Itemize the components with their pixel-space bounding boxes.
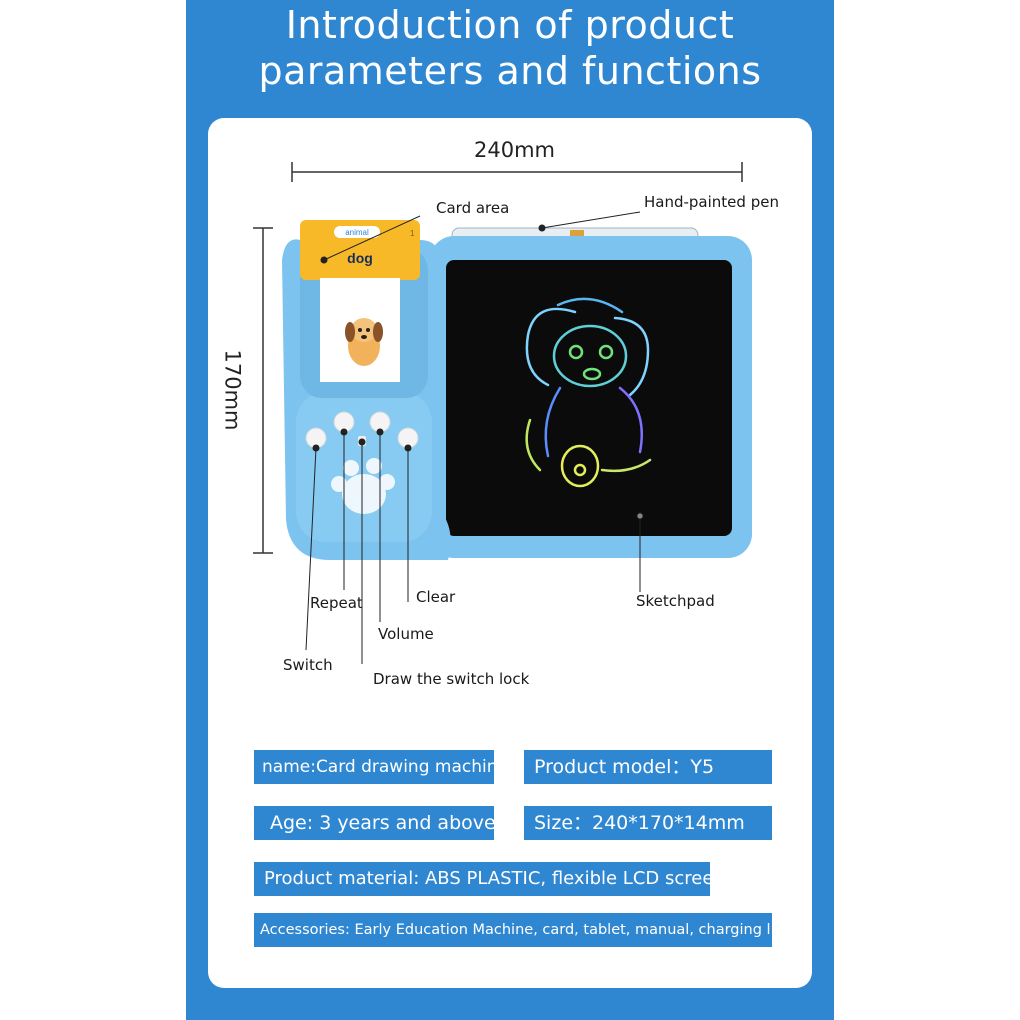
title-line-1: Introduction of product	[285, 3, 735, 47]
dog-icon	[345, 318, 383, 366]
card-category-text: animal	[345, 228, 369, 237]
volume-label: Volume	[378, 625, 434, 643]
repeat-label: Repeat	[310, 594, 363, 612]
card-word-text: dog	[347, 250, 373, 266]
pen-label: Hand-painted pen	[644, 193, 779, 211]
device-buttons	[305, 411, 419, 449]
width-dimension-line	[291, 162, 743, 182]
sketchpad-body	[430, 236, 752, 558]
clear-label: Clear	[416, 588, 456, 606]
height-dimension-line	[253, 227, 273, 554]
spec-age: Age: 3 years and above	[254, 806, 494, 840]
sketchpad-label: Sketchpad	[636, 592, 715, 610]
width-label: 240mm	[474, 138, 555, 162]
card-area-label: Card area	[436, 199, 510, 217]
paw-speaker-icon	[331, 458, 395, 514]
spec-accessories: Accessories: Early Education Machine, ca…	[254, 913, 772, 947]
height-label: 170mm	[220, 349, 245, 431]
spec-model: Product model：Y5	[524, 750, 772, 784]
spec-material: Product material: ABS PLASTIC, flexible …	[254, 862, 710, 896]
card-number-text: 1	[410, 229, 415, 238]
spec-name: name:Card drawing machine	[254, 750, 494, 784]
dog-drawing	[525, 297, 652, 488]
switch-lock-label: Draw the switch lock	[373, 670, 530, 688]
callout-lines	[305, 211, 644, 664]
switch-label: Switch	[283, 656, 333, 674]
spec-size: Size：240*170*14mm	[524, 806, 772, 840]
page-title: Introduction of product parameters and f…	[186, 2, 834, 94]
title-line-2: parameters and functions	[258, 49, 762, 93]
